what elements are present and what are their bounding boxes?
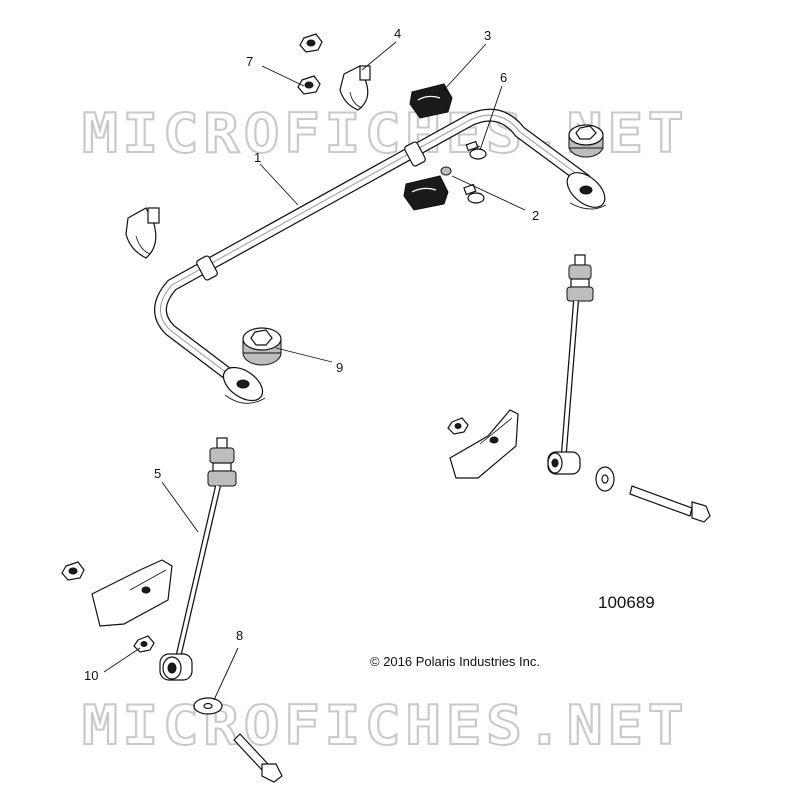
callout-6: 6 [500, 70, 507, 85]
callout-9: 9 [336, 360, 343, 375]
grommet-right [568, 124, 604, 158]
nut-2 [440, 166, 452, 176]
bolt-left [233, 733, 283, 783]
callout-5: 5 [154, 466, 161, 481]
bracket-left [91, 559, 173, 627]
washer-right [595, 466, 615, 492]
bracket-right [449, 409, 519, 479]
stabilizer-bar [154, 108, 607, 404]
bolt-6-upper [465, 140, 487, 160]
callout-8: 8 [236, 628, 243, 643]
link-right [547, 254, 594, 475]
grommet-9 [242, 327, 282, 366]
callout-7: 7 [246, 54, 253, 69]
nut-10 [133, 635, 155, 653]
link-left [159, 437, 237, 681]
bar-bushing-upper [409, 83, 453, 119]
callout-4: 4 [394, 26, 401, 41]
bar-bushing-lower [403, 175, 449, 211]
nut-top [299, 33, 323, 53]
copyright-text: © 2016 Polaris Industries Inc. [370, 654, 540, 669]
bolt-6-lower [463, 183, 485, 204]
bolt-right [629, 485, 711, 523]
nut-right-bracket [447, 417, 469, 435]
figure-number: 100689 [598, 593, 655, 612]
bar-clamp-lower [125, 207, 160, 259]
watermark-bottom: MICROFICHES.NET [82, 694, 688, 757]
nut-7 [297, 75, 321, 95]
callout-3: 3 [484, 28, 491, 43]
washer-8 [193, 697, 223, 715]
callout-2: 2 [532, 208, 539, 223]
nut-left-bracket [61, 561, 85, 581]
callout-10: 10 [84, 668, 98, 683]
callout-1: 1 [254, 150, 261, 165]
bar-clamp-upper [339, 65, 371, 111]
